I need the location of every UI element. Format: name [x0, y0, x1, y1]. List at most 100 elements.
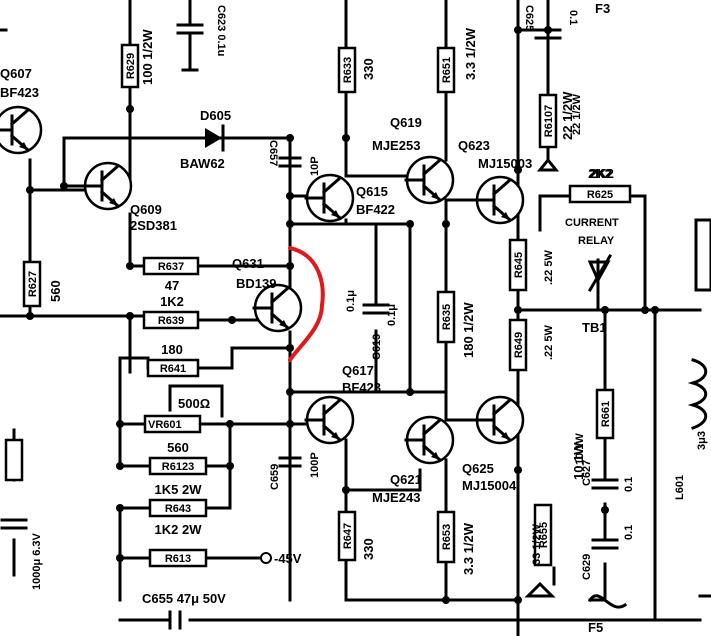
capacitors: C623 0.1u C625 0.1 C657 10P 0.1μ C619 0.… [0, 0, 635, 630]
svg-text:BAW62: BAW62 [180, 156, 225, 171]
capacitor-c657: C657 10P [267, 140, 321, 176]
transistor-type-label: BF423 [0, 85, 39, 100]
svg-text:100P: 100P [309, 452, 321, 478]
right-side-components: F3 2K2 CURRENT RELAY TB1 L601 3μ3 F5 [565, 1, 711, 635]
transistor-ref-label: Q615 [356, 184, 388, 199]
red-annotation-stroke [288, 246, 325, 362]
transistor-type-label: 2SD381 [130, 218, 177, 233]
resistor-r613: R613 1K2 2W [148, 522, 208, 568]
resistor-ref-label: R613 [165, 553, 191, 565]
resistor-r649: R649 [508, 318, 528, 372]
svg-text:F5: F5 [588, 620, 603, 635]
transistor-type-label: MJE253 [372, 138, 420, 153]
svg-text:CURRENT: CURRENT [565, 217, 619, 229]
resistor-r651: R651 3.3 1/2W [436, 27, 478, 94]
svg-text:C655 47μ 50V: C655 47μ 50V [142, 591, 226, 606]
resistor-value-label: 22 1/2W [560, 91, 575, 140]
diode-d605: D605 BAW62 [180, 108, 231, 171]
svg-text:C619: C619 [371, 334, 383, 360]
resistor-r645: R645 [508, 238, 528, 292]
resistor-value-label: 180 [161, 342, 183, 357]
extra-value-labels: 22 1/2W 10 1W 33 1/2W .22 5W .22 5W [531, 93, 586, 565]
transistor-ref-label: Q607 [0, 66, 32, 81]
resistor-ref-label: R639 [158, 315, 184, 327]
svg-text:D605: D605 [200, 108, 231, 123]
resistor-value-label: 560 [167, 440, 189, 455]
transistor-ref-label: Q619 [390, 115, 422, 130]
resistor-value-label: 3.3 1/2W [461, 522, 476, 575]
svg-text:0.1μ: 0.1μ [345, 290, 357, 312]
svg-text:500Ω: 500Ω [178, 396, 210, 411]
transistor-type-label: BF422 [356, 202, 395, 217]
resistor-r655: R655 [533, 503, 553, 567]
capacitor-c659: C659 100P [269, 452, 321, 490]
svg-text:33 1/2W: 33 1/2W [531, 523, 543, 565]
svg-text:L601: L601 [674, 475, 686, 500]
transistor-ref-label: Q623 [458, 138, 490, 153]
svg-text:22 1/2W: 22 1/2W [571, 93, 583, 135]
transistor-ref-label: Q609 [130, 202, 162, 217]
resistor-ref-label: R647 [342, 523, 354, 549]
svg-text:0.1μ: 0.1μ [386, 304, 398, 326]
resistor-ref-label: R633 [342, 57, 354, 83]
svg-text:.22 5W: .22 5W [543, 250, 555, 285]
resistor-value-label: 330 [361, 538, 376, 560]
svg-text:3μ3: 3μ3 [696, 431, 708, 450]
svg-text:2K2: 2K2 [590, 166, 614, 181]
svg-text:0.1: 0.1 [623, 525, 635, 540]
resistor-r6107: R6107 22 1/2W [538, 91, 575, 149]
ground-symbols [524, 566, 556, 598]
resistor-r647: R647 330 [337, 510, 376, 562]
terminal-minus45v: -45V [260, 551, 302, 566]
capacitor-c621: 1000μ 6.3V [0, 438, 43, 590]
resistor-r625: R625 2K2 [568, 166, 632, 204]
svg-text:10P: 10P [309, 156, 321, 176]
capacitor-c629: C629 0.1 [581, 525, 635, 580]
resistor-value-label: 1K5 2W [155, 482, 203, 497]
resistor-value-label: 1K2 [160, 294, 184, 309]
transistor-ref-label: Q621 [390, 472, 422, 487]
transistors: Q607BF423Q6092SD381Q631BD139Q615BF422Q61… [0, 66, 532, 505]
resistor-ref-label: R6107 [543, 105, 555, 137]
vr601-trimmer: VR601 500Ω [143, 384, 224, 434]
svg-text:F3: F3 [595, 1, 610, 16]
capacitor-c627: C627 0.1 [581, 460, 635, 492]
resistor-r661: R661 10 1W [571, 388, 615, 480]
transistor-ref-label: Q617 [342, 363, 374, 378]
resistor-value-label: 3.3 1/2W [463, 27, 478, 80]
resistor-ref-label: R649 [513, 332, 525, 358]
svg-text:.22 5W: .22 5W [543, 325, 555, 360]
transistor-type-label: MJ15003 [478, 156, 532, 171]
resistor-ref-label: R625 [587, 189, 613, 201]
svg-text:C659: C659 [269, 464, 281, 490]
svg-text:C657: C657 [267, 140, 279, 166]
svg-text:1000μ 6.3V: 1000μ 6.3V [31, 532, 43, 590]
transistor-ref-label: Q625 [462, 461, 494, 476]
svg-text:0.1: 0.1 [567, 10, 579, 25]
svg-text:TB1: TB1 [582, 320, 607, 335]
svg-text:0.1: 0.1 [623, 477, 635, 492]
svg-text:C625: C625 [523, 5, 535, 31]
transistor-ref-label: Q631 [232, 256, 264, 271]
resistor-value-label: 10 1W [571, 442, 586, 480]
resistor-ref-label: R651 [441, 57, 453, 83]
resistor-ref-label: R627 [27, 271, 39, 297]
resistor-value-label: 1K2 2W [155, 522, 203, 537]
resistor-ref-label: R661 [600, 401, 612, 427]
